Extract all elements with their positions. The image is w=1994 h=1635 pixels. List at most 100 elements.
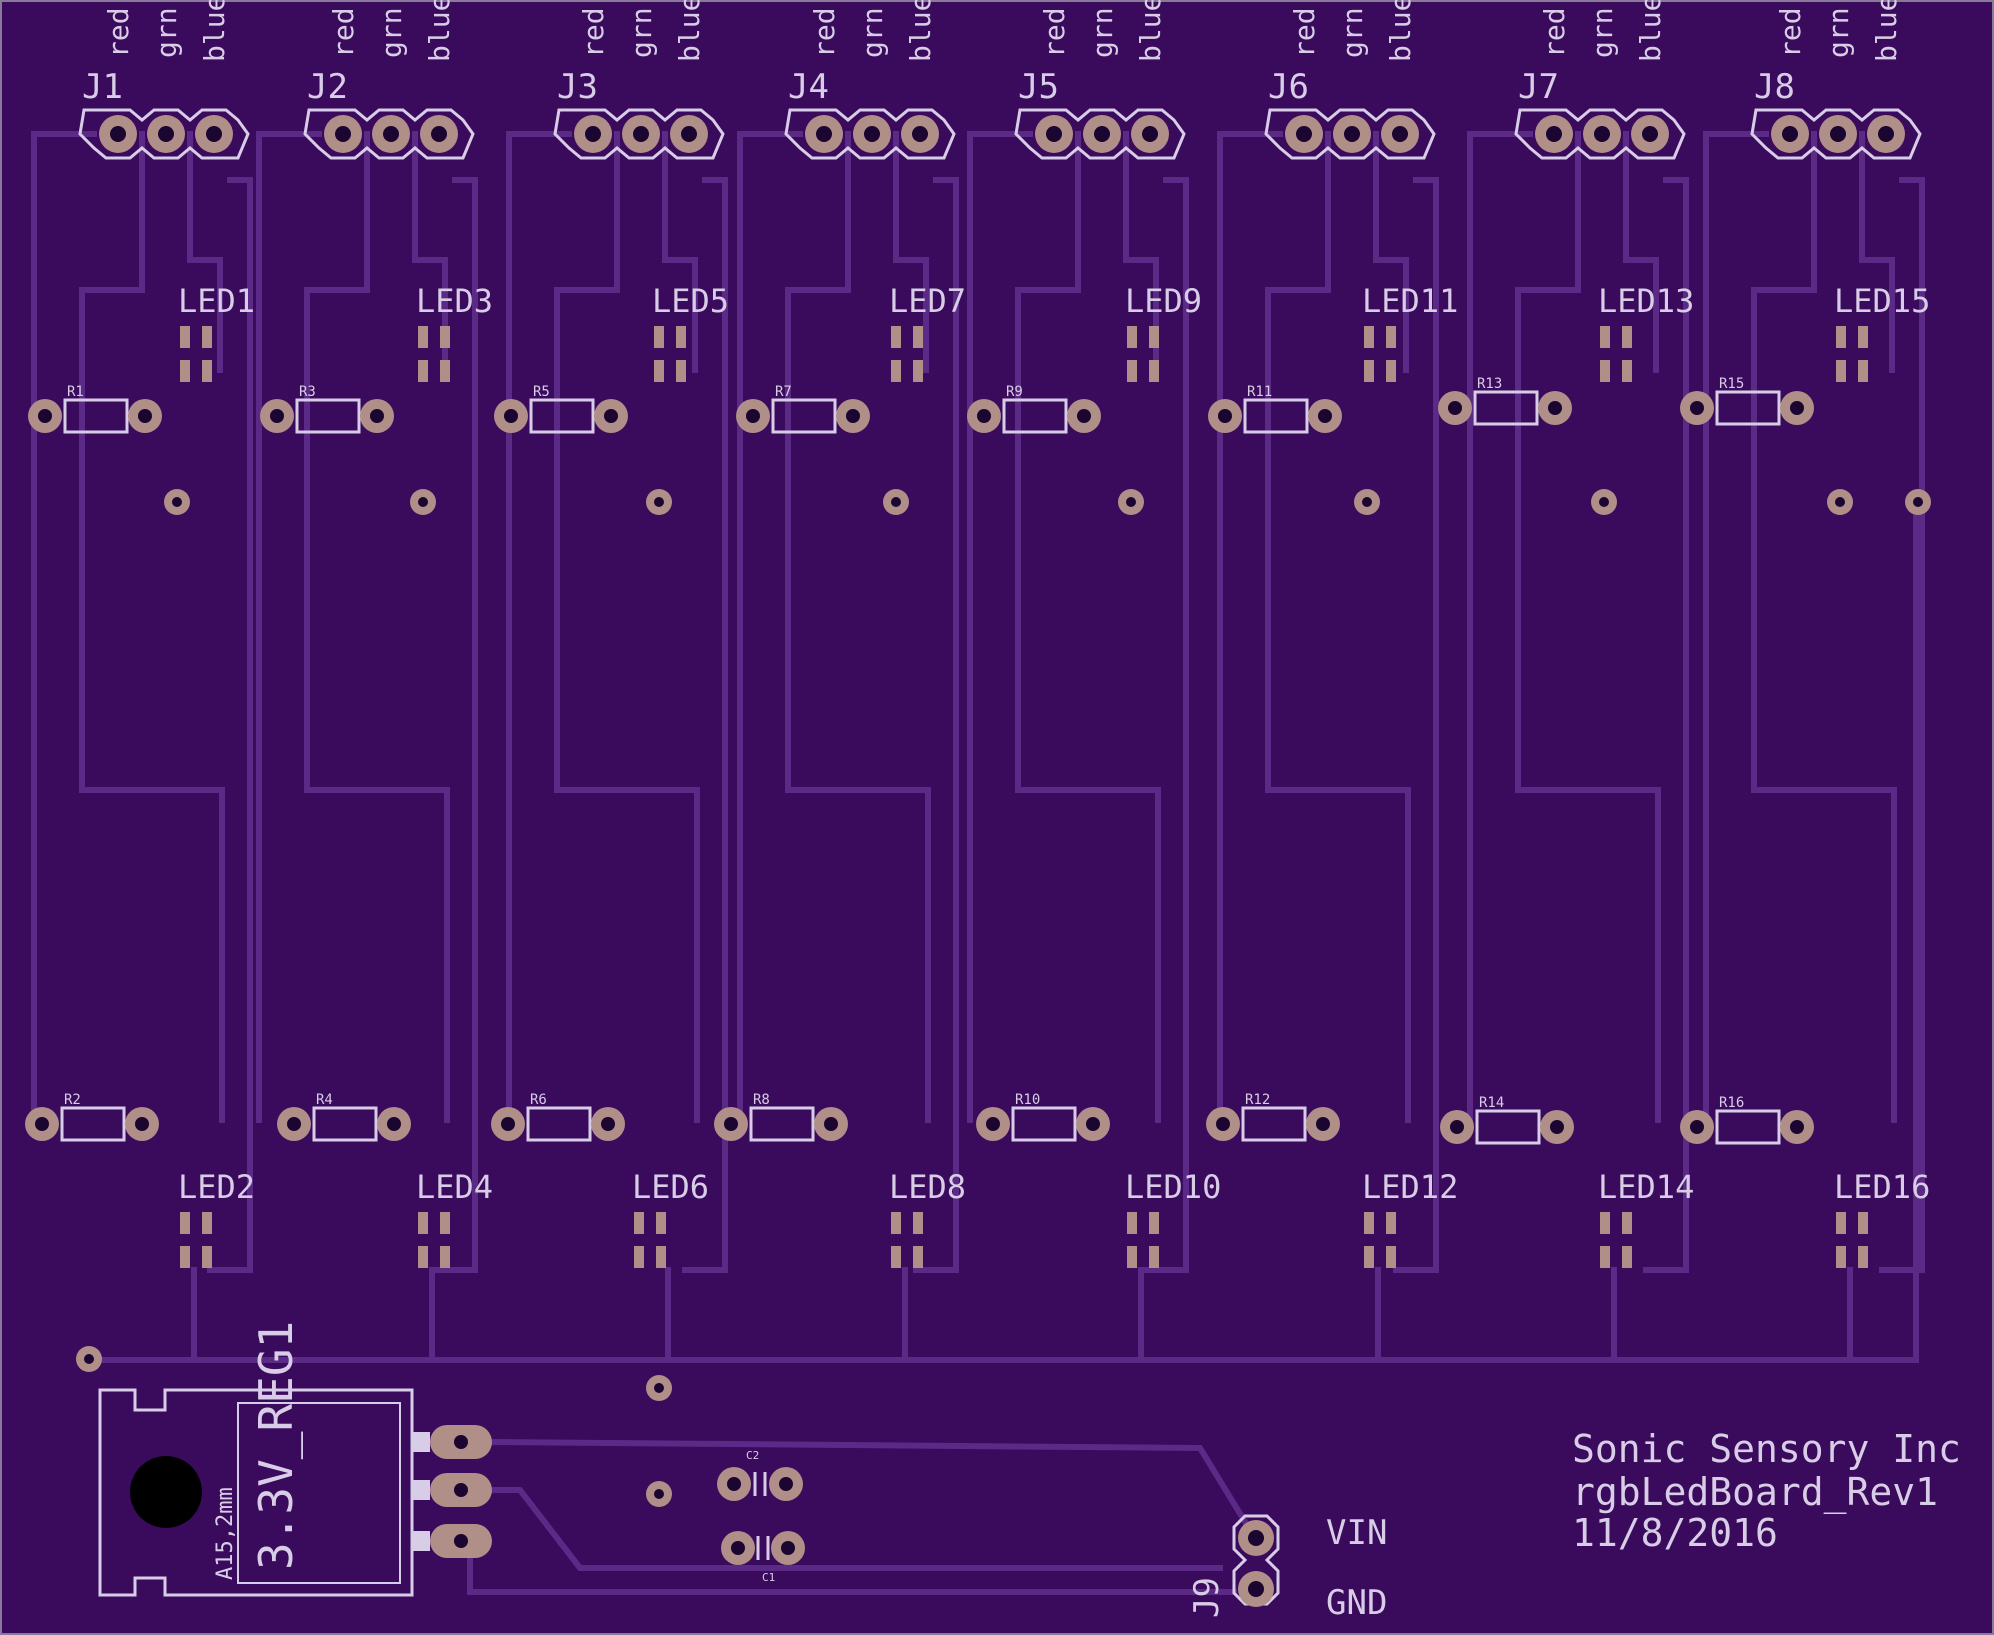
header-pin-label: grn — [375, 7, 408, 58]
resistor-pad-hole — [977, 409, 991, 423]
header-outline — [1264, 108, 1436, 160]
resistor-pad-hole — [1316, 1117, 1330, 1131]
resistor-r15: R15 — [1680, 376, 1814, 426]
resistor-r12: R12 — [1206, 1092, 1340, 1142]
resistor-pad-hole — [135, 1117, 149, 1131]
resistor-r2: R2 — [25, 1092, 159, 1142]
resistor-pad-hole — [370, 409, 384, 423]
j9-pad-hole — [1248, 1530, 1264, 1546]
resistor-r11: R11 — [1208, 384, 1342, 434]
header-pin-label: red — [102, 7, 135, 58]
resistor-pad-hole — [1216, 1117, 1230, 1131]
header-pad-hole — [383, 126, 399, 142]
led-pad — [656, 1212, 666, 1234]
regulator-lead-3 — [412, 1531, 430, 1551]
led-ref-label: LED1 — [178, 282, 255, 320]
cap-pad-hole — [781, 1541, 795, 1555]
header-pad-hole — [585, 126, 601, 142]
copper-trace — [489, 1487, 1223, 1571]
copper-trace — [662, 131, 698, 373]
led-led14: LED14 — [1598, 1168, 1694, 1268]
header-pad-hole — [1094, 126, 1110, 142]
header-ref-label: J7 — [1518, 67, 1559, 107]
regulator-pad-hole — [454, 1435, 468, 1449]
via-hole — [891, 497, 901, 507]
board-name: rgbLedBoard_Rev1 — [1572, 1470, 1938, 1515]
regulator-outline — [98, 1388, 414, 1597]
regulator-pad-hole — [454, 1483, 468, 1497]
resistor-body — [1002, 398, 1068, 434]
via-group — [76, 489, 1931, 1507]
copper-trace — [967, 131, 1033, 1123]
header-pin-label: grn — [1336, 7, 1369, 58]
header-pad-hole — [1344, 126, 1360, 142]
resistor-r8: R8 — [714, 1092, 848, 1142]
header-pad-hole — [681, 126, 697, 142]
led-pad — [1858, 1246, 1868, 1268]
header-pin-label: blue — [1384, 0, 1417, 62]
copper-trace — [893, 131, 929, 373]
led-pad — [418, 360, 428, 382]
led-ref-label: LED7 — [889, 282, 966, 320]
header-pin-label: red — [1774, 7, 1807, 58]
resistor-ref-label: R7 — [775, 384, 792, 400]
led-pad — [1600, 360, 1610, 382]
resistor-pad-hole — [387, 1117, 401, 1131]
led-pad — [1622, 1246, 1632, 1268]
led-pad — [1386, 1246, 1396, 1268]
header-pin-label: blue — [198, 0, 231, 62]
led-pad — [1622, 326, 1632, 348]
header-pin-label: grn — [150, 7, 183, 58]
resistor-ref-label: R14 — [1479, 1095, 1504, 1111]
resistor-pad-hole — [38, 409, 52, 423]
copper-trace — [304, 131, 450, 1123]
led-led12: LED12 — [1362, 1168, 1458, 1268]
led-pad — [1364, 326, 1374, 348]
led-pad — [1149, 360, 1159, 382]
led-pad — [1386, 326, 1396, 348]
copper-trace — [554, 131, 700, 1123]
cap-c1-label: C1 — [762, 1571, 775, 1584]
resistor-pad-hole — [1550, 1120, 1564, 1134]
led-ref-label: LED14 — [1598, 1168, 1694, 1206]
led-pad — [913, 360, 923, 382]
copper-trace — [1703, 131, 1769, 1123]
led-pad — [1127, 326, 1137, 348]
led-led15: LED15 — [1834, 282, 1930, 382]
header-pad-hole — [158, 126, 174, 142]
led-pad — [180, 1246, 190, 1268]
header-pin-label: blue — [1134, 0, 1167, 62]
resistor-pad-hole — [1318, 409, 1332, 423]
resistor-ref-label: R15 — [1719, 376, 1744, 392]
via-hole — [1599, 497, 1609, 507]
gnd-label: GND — [1326, 1583, 1387, 1623]
led-led4: LED4 — [416, 1168, 493, 1268]
led-pad — [1149, 1212, 1159, 1234]
header-pin-label: red — [1038, 7, 1071, 58]
via-hole — [1913, 497, 1923, 507]
copper-trace — [737, 131, 803, 1123]
via-hole — [172, 497, 182, 507]
resistor-ref-label: R4 — [316, 1092, 333, 1108]
led-led9: LED9 — [1125, 282, 1202, 382]
regulator-mount-hole — [130, 1456, 202, 1528]
led-pad — [654, 326, 664, 348]
led-led11: LED11 — [1362, 282, 1458, 382]
regulator-tab-outline — [237, 1402, 401, 1584]
header-ref-label: J6 — [1268, 67, 1309, 107]
header-pad-hole — [816, 126, 832, 142]
led-ref-label: LED4 — [416, 1168, 493, 1206]
led-pad — [656, 1246, 666, 1268]
regulator-pad-hole — [454, 1534, 468, 1548]
header-pin-label: grn — [856, 7, 889, 58]
copper-traces — [31, 131, 1925, 1595]
header-outline — [553, 108, 725, 160]
resistor-pad-hole — [1086, 1117, 1100, 1131]
copper-trace — [1217, 131, 1283, 1123]
cap-pad-hole — [727, 1477, 741, 1491]
